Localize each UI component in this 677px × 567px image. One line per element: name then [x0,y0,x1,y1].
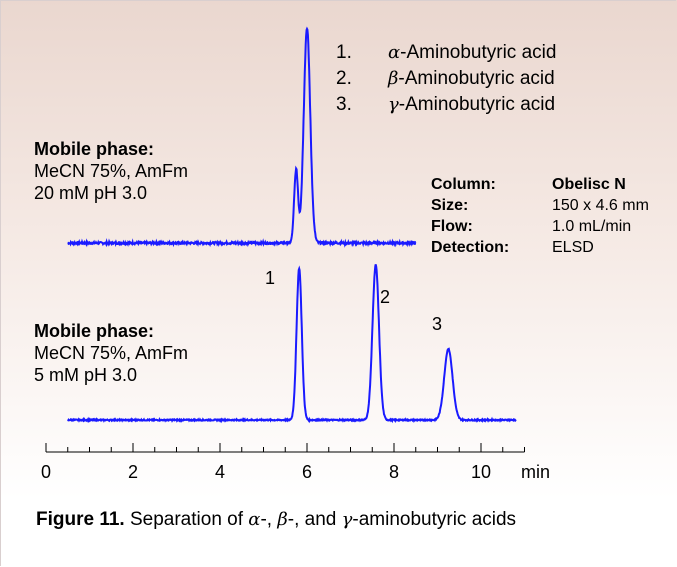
x-tick-label: 2 [128,462,138,482]
legend-item-1: 1. α-Aminobutyric acid [336,42,557,63]
figure-caption: Figure 11. Separation of α-, β-, and γ-a… [36,509,517,530]
spec-size: Size:150 x 4.6 mm [431,197,649,214]
mobile-phase-lower: Mobile phase: MeCN 75%, AmFm 5 mM pH 3.0 [34,321,189,385]
spec-flow: Flow:1.0 mL/min [431,218,632,235]
peak-label-1: 1 [265,268,276,288]
x-tick-label: 0 [41,462,51,482]
column-specs: Column:Obelisc N Size:150 x 4.6 mm Flow:… [431,174,677,258]
mobile-phase-upper: Mobile phase: MeCN 75%, AmFm 20 mM pH 3.… [34,139,189,203]
legend-item-3: 3. γ-Aminobutyric acid [336,94,556,115]
x-tick-label: 4 [215,462,225,482]
x-tick-label: 8 [389,462,399,482]
peak-label-2: 2 [380,287,391,307]
peak-legend: 1. α-Aminobutyric acid 2. β-Aminobutyric… [336,40,556,118]
spec-detection: Detection:ELSD [431,239,594,256]
legend-item-2: 2. β-Aminobutyric acid [336,68,555,89]
x-tick-label: 10 [471,462,491,482]
spec-column: Column:Obelisc N [431,176,626,193]
peak-label-3: 3 [432,314,443,334]
x-tick-label: 6 [302,462,312,482]
trace-series-2 [67,264,517,424]
trace-series-1 [67,26,417,248]
x-axis-label: min [521,462,550,482]
